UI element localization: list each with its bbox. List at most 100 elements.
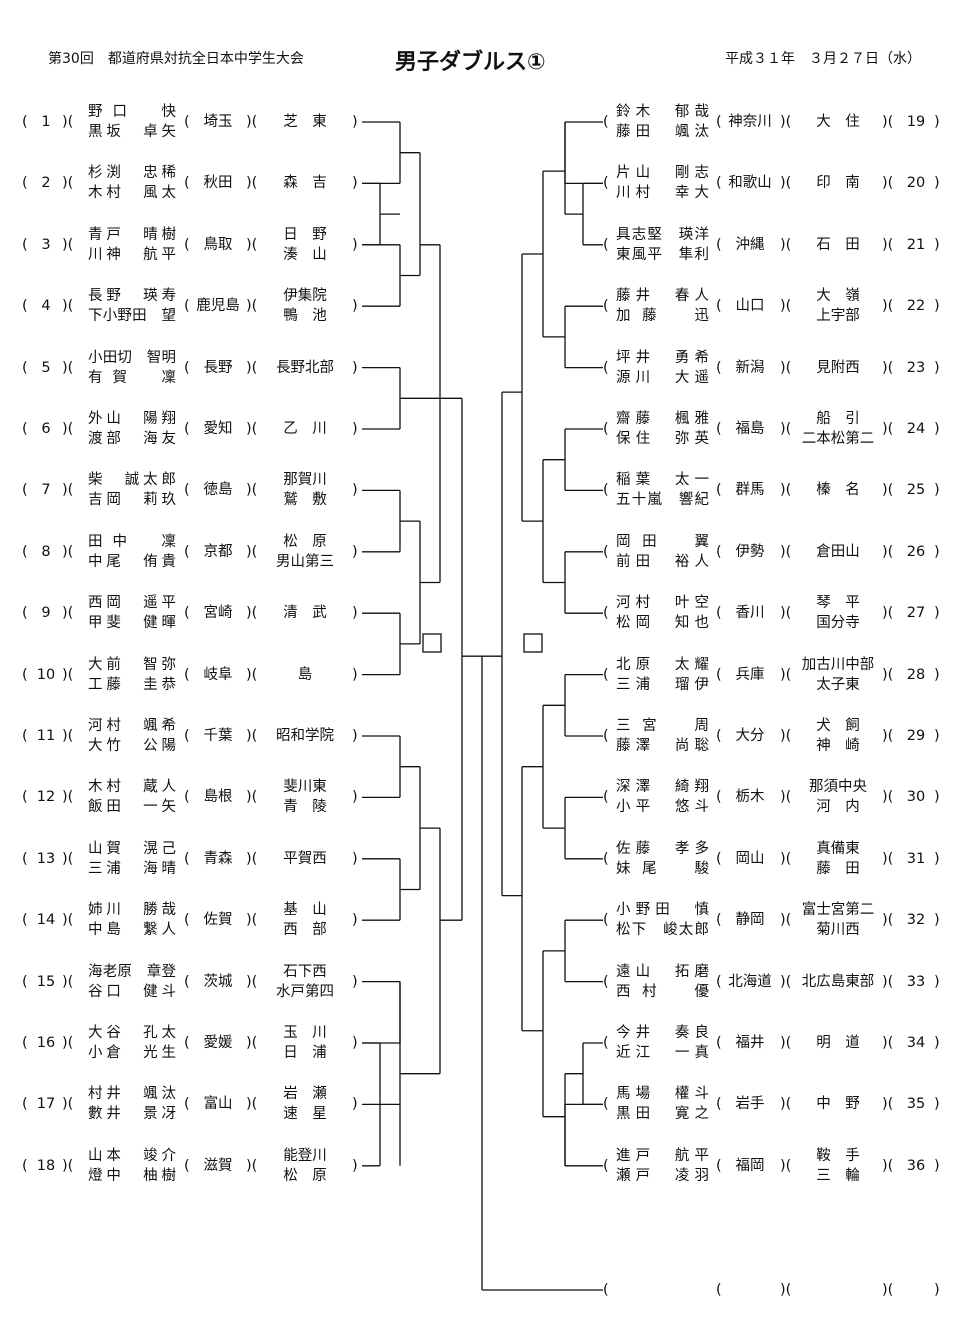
player-1: 村井 颯汰 [88, 1086, 176, 1103]
school-name: 真備東 [816, 840, 860, 857]
prefecture: 兵庫 [735, 666, 765, 683]
player-1: 藤井 春人 [616, 288, 709, 305]
draw-number: 1 [41, 114, 51, 130]
school-name: 菊川西 [816, 922, 860, 939]
draw-number: 29 [906, 728, 926, 744]
draw-number: 22 [906, 298, 926, 315]
draw-number: 18 [36, 1157, 56, 1174]
school-name: 速 星 [283, 1106, 327, 1123]
player-1: 青戸 晴樹 [88, 226, 176, 243]
school-name: 大 嶺 [816, 288, 860, 305]
final-winner-slot: ( ( )( )( ) [603, 1282, 940, 1298]
draw-number: 4 [41, 298, 51, 315]
school-name: 鴨 池 [283, 308, 327, 325]
school-name: 斐川東 [283, 779, 327, 796]
school-name: 二本松第二 [801, 431, 875, 447]
school-name: 松 原 [283, 1167, 327, 1184]
player-2: 數井 景冴 [88, 1106, 176, 1123]
prefecture: 静岡 [735, 912, 765, 929]
school-name: 鞍 手 [816, 1147, 860, 1164]
prefecture: 新潟 [735, 359, 765, 376]
player-1: 鈴木 郁哉 [616, 104, 709, 120]
player-1: 大前 智弥 [88, 656, 176, 673]
player-2: 燈中 柚樹 [88, 1167, 176, 1184]
school-name: 平賀西 [283, 850, 327, 867]
draw-entry: (坪井 勇希源川 大遥(新潟)(見附西)(23) [603, 349, 940, 386]
player-2: 甲斐 健暉 [88, 615, 176, 632]
prefecture: 福島 [735, 421, 765, 437]
school-name: 北広島東部 [801, 973, 875, 990]
player-1: 進戸 航平 [616, 1147, 709, 1164]
prefecture: 大分 [735, 728, 765, 744]
score-box [523, 633, 543, 653]
school-name: 水戸第四 [276, 983, 334, 1000]
draw-entry: (6)(外山 陽翔渡部 海友(愛知)(乙 川) [22, 411, 358, 447]
school-name: 森 吉 [283, 175, 327, 192]
school-name: 岩 瀬 [283, 1086, 327, 1103]
draw-number: 35 [906, 1096, 926, 1113]
player-2: 前田 裕人 [616, 553, 709, 570]
school-name: 日 野 [283, 226, 327, 243]
draw-entry: (11)(河村 颯希大竹 公陽(千葉)(昭和学院) [22, 718, 358, 754]
player-1: 齋藤 楓雅 [616, 411, 709, 427]
player-2: 瀬戸 凌羽 [616, 1167, 709, 1184]
player-2: 黒坂 卓矢 [88, 124, 176, 140]
player-1: 海老原 章登 [88, 963, 176, 980]
school-name: 島 [297, 666, 313, 683]
school-name: 那須中央 [809, 779, 867, 796]
draw-number: 36 [906, 1157, 926, 1174]
draw-number: 10 [36, 666, 56, 683]
prefecture: 鹿児島 [196, 298, 240, 315]
player-1: 木村 蔵人 [88, 779, 176, 796]
player-2: 川村 幸大 [616, 185, 709, 202]
player-2: 藤澤 尚聡 [616, 738, 709, 754]
draw-entry: (小野田 慎松下 峻太郎(静岡)(富士宮第二菊川西)(32) [603, 902, 940, 939]
player-1: 三宮 周 [616, 718, 709, 734]
school-name: 太子東 [816, 676, 860, 693]
school-name: 中 野 [816, 1096, 860, 1113]
draw-entry: (遠山 拓磨西村 優(北海道)(北広島東部)(33) [603, 963, 940, 1000]
player-2: 飯田 一矢 [88, 799, 176, 816]
school-name: 犬 飼 [816, 718, 860, 734]
player-1: 小野田 慎 [616, 902, 709, 919]
draw-number: 32 [906, 912, 926, 929]
draw-number: 24 [906, 421, 926, 437]
draw-number: 30 [906, 789, 926, 806]
prefecture: 滋賀 [203, 1157, 233, 1174]
school-name: 清 武 [283, 605, 327, 622]
player-2: 工藤 圭恭 [88, 676, 176, 693]
draw-number: 8 [41, 543, 51, 560]
school-name: 見附西 [816, 359, 860, 376]
prefecture: 岐阜 [203, 666, 233, 683]
draw-number: 34 [906, 1035, 926, 1051]
draw-entry: (3)(青戸 晴樹川神 航平(鳥取)(日 野湊 山) [22, 226, 358, 263]
player-1: 片山 剛志 [616, 165, 709, 182]
prefecture: 佐賀 [203, 912, 233, 929]
draw-number: 33 [906, 973, 926, 990]
school-name: 湊 山 [283, 246, 327, 263]
player-1: 柴 誠太郎 [88, 472, 176, 489]
player-1: 岡田 翼 [616, 533, 709, 550]
draw-number: 5 [41, 359, 51, 376]
player-2: 松下 峻太郎 [616, 922, 709, 939]
prefecture: 長野 [203, 359, 233, 376]
player-2: 三浦 瑠伊 [616, 676, 709, 693]
prefecture: 福岡 [735, 1157, 765, 1174]
prefecture: 群馬 [735, 482, 765, 499]
draw-number: 23 [906, 359, 926, 376]
player-1: 佐藤 孝多 [616, 840, 709, 857]
prefecture: 愛知 [203, 421, 233, 437]
player-2: 大竹 公陽 [88, 738, 176, 754]
draw-number: 20 [906, 175, 926, 192]
draw-entry: (岡田 翼前田 裕人(伊勢)(倉田山)(26) [603, 533, 940, 570]
player-2: 中島 繋人 [88, 922, 176, 939]
prefecture: 鳥取 [203, 236, 233, 253]
school-name: 加古川中部 [801, 656, 875, 673]
draw-entry: (7)(柴 誠太郎吉岡 莉玖(徳島)(那賀川鷲 敷) [22, 472, 358, 509]
player-1: 長野 瑛寿 [88, 288, 176, 305]
draw-entry: (10)(大前 智弥工藤 圭恭(岐阜)(島) [22, 656, 358, 693]
draw-entry: (深澤 綺翔小平 悠斗(栃木)(那須中央河 内)(30) [603, 779, 940, 816]
player-1: 野口 快 [88, 104, 176, 120]
school-name: 河 内 [816, 799, 860, 816]
score-box [422, 633, 442, 653]
